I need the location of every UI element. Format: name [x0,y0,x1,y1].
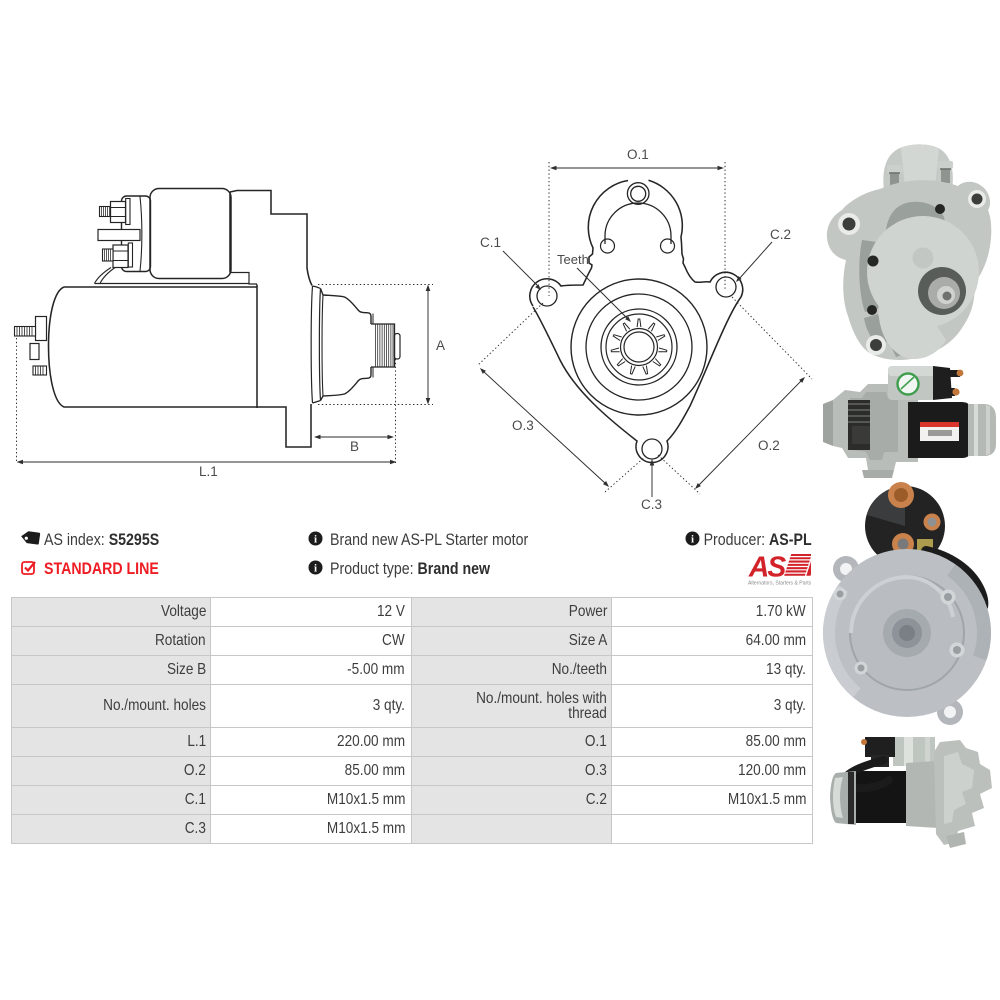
svg-text:i: i [314,562,317,574]
svg-text:i: i [691,533,694,545]
svg-text:i: i [314,533,317,545]
svg-text:AS: AS [748,551,786,583]
svg-text:O.1: O.1 [627,147,649,162]
svg-text:A: A [436,338,445,353]
svg-text:Teeth: Teeth [557,252,589,267]
svg-text:C.3: C.3 [641,497,662,512]
svg-text:C.2: C.2 [770,227,791,242]
svg-text:Alternators, Starters & Parts: Alternators, Starters & Parts [748,581,811,587]
svg-text:O.3: O.3 [512,418,534,433]
svg-text:O.2: O.2 [758,438,780,453]
svg-text:L.1: L.1 [199,464,218,479]
svg-text:B: B [350,439,359,454]
svg-text:C.1: C.1 [480,235,501,250]
